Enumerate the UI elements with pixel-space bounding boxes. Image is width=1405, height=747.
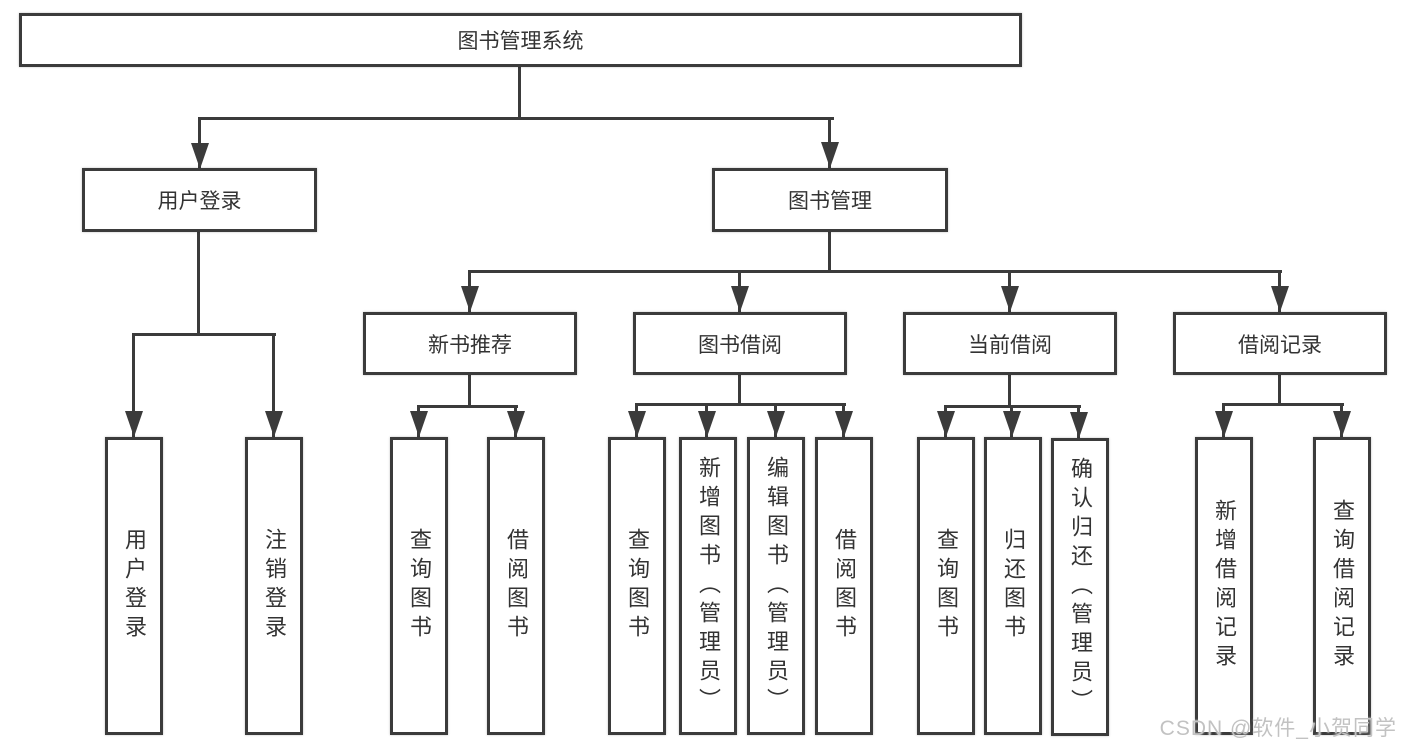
- leaf-edit-books-admin: 编辑图书（管理员）: [747, 437, 805, 735]
- leaf-label: 确认归还（管理员）: [1068, 456, 1093, 718]
- leaf-query-books-recommend: 查询图书: [390, 437, 448, 735]
- node-borrowing-records: 借阅记录: [1173, 312, 1387, 375]
- csdn-watermark: CSDN @软件_小贺同学: [1159, 717, 1397, 740]
- arrow-down-icon: [835, 411, 853, 437]
- connector-line: [1222, 403, 1344, 406]
- leaf-label: 注销登录: [262, 528, 287, 644]
- leaf-label: 查询借阅记录: [1330, 499, 1355, 673]
- arrow-down-icon: [191, 143, 209, 169]
- connector-line: [738, 375, 741, 405]
- connector-line: [468, 270, 1282, 273]
- arrow-down-icon: [1271, 286, 1289, 312]
- arrow-down-icon: [1001, 286, 1019, 312]
- arrow-down-icon: [1333, 411, 1351, 437]
- node-label: 新书推荐: [428, 333, 512, 357]
- arrow-down-icon: [731, 286, 749, 312]
- leaf-logout-login: 注销登录: [245, 437, 303, 735]
- arrow-down-icon: [821, 142, 839, 168]
- leaf-add-borrow-record: 新增借阅记录: [1195, 437, 1253, 735]
- connector-line: [272, 333, 275, 437]
- leaf-borrow-books-borrowing: 借阅图书: [815, 437, 873, 735]
- connector-line: [1278, 375, 1281, 406]
- leaf-borrow-books-recommend: 借阅图书: [487, 437, 545, 735]
- arrow-down-icon: [461, 286, 479, 312]
- node-user-login: 用户登录: [82, 168, 317, 232]
- node-label: 图书管理系统: [457, 30, 584, 53]
- connector-line: [198, 117, 834, 120]
- node-root-library-system: 图书管理系统: [19, 13, 1022, 67]
- node-label: 图书借阅: [698, 333, 782, 357]
- leaf-query-books-current: 查询图书: [917, 437, 975, 735]
- leaf-return-books: 归还图书: [984, 437, 1042, 735]
- node-label: 借阅记录: [1238, 333, 1322, 357]
- connector-line: [635, 403, 846, 406]
- leaf-label: 新增图书（管理员）: [696, 455, 721, 717]
- arrow-down-icon: [125, 411, 143, 437]
- connector-line: [468, 375, 471, 407]
- leaf-label: 编辑图书（管理员）: [764, 455, 789, 717]
- connector-line: [1008, 375, 1011, 407]
- connector-line: [828, 232, 831, 272]
- connector-line: [197, 232, 200, 335]
- leaf-label: 新增借阅记录: [1212, 499, 1237, 673]
- connector-line: [132, 333, 135, 437]
- arrow-down-icon: [1003, 411, 1021, 437]
- arrow-down-icon: [698, 411, 716, 437]
- leaf-query-borrow-record: 查询借阅记录: [1313, 437, 1371, 735]
- leaf-confirm-return-admin: 确认归还（管理员）: [1051, 438, 1109, 736]
- connector-line: [518, 67, 521, 119]
- connector-line: [132, 333, 276, 336]
- leaf-label: 查询图书: [407, 528, 432, 644]
- arrow-down-icon: [937, 411, 955, 437]
- node-book-management: 图书管理: [712, 168, 948, 232]
- leaf-query-books-borrowing: 查询图书: [608, 437, 666, 735]
- leaf-label: 借阅图书: [832, 528, 857, 644]
- arrow-down-icon: [507, 411, 525, 437]
- arrow-down-icon: [410, 411, 428, 437]
- arrow-down-icon: [1070, 412, 1088, 438]
- connector-line: [417, 405, 518, 408]
- node-current-borrowing: 当前借阅: [903, 312, 1117, 375]
- node-label: 用户登录: [157, 190, 242, 213]
- leaf-label: 查询图书: [934, 528, 959, 644]
- node-label: 图书管理: [788, 190, 872, 213]
- leaf-label: 用户登录: [122, 528, 147, 644]
- node-new-book-recommend: 新书推荐: [363, 312, 577, 375]
- leaf-label: 借阅图书: [504, 528, 529, 644]
- leaf-label: 查询图书: [625, 528, 650, 644]
- arrow-down-icon: [767, 411, 785, 437]
- arrow-down-icon: [1215, 411, 1233, 437]
- arrow-down-icon: [265, 411, 283, 437]
- arrow-down-icon: [628, 411, 646, 437]
- leaf-label: 归还图书: [1001, 528, 1026, 644]
- node-book-borrowing: 图书借阅: [633, 312, 847, 375]
- node-label: 当前借阅: [968, 333, 1052, 357]
- leaf-user-login: 用户登录: [105, 437, 163, 735]
- leaf-add-books-admin: 新增图书（管理员）: [679, 437, 737, 735]
